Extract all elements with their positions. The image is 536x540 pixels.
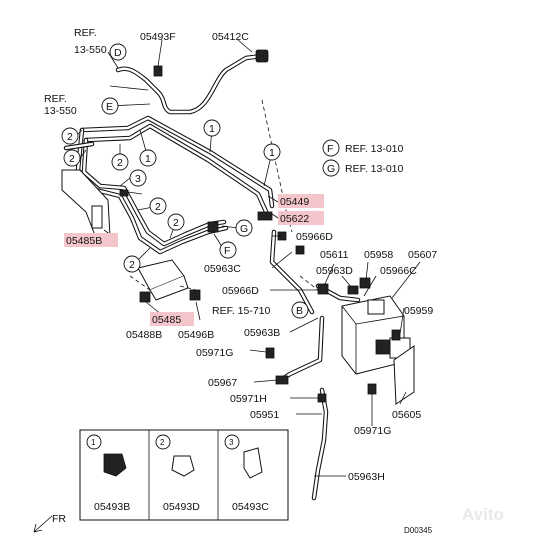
label-05963b: 05963B <box>244 327 280 339</box>
clip-index-3: 3 <box>229 438 234 447</box>
label-05485[interactable]: 05485 <box>152 314 181 326</box>
marker-2-b: 2 <box>69 153 75 165</box>
callout-b: B <box>296 305 303 317</box>
clip-legend: 1 05493B 2 05493D 3 05493C <box>79 429 289 521</box>
ref-g-letter: G <box>327 163 335 175</box>
label-05449[interactable]: 05449 <box>280 196 309 208</box>
highlight-05622 <box>278 211 324 225</box>
svg-text:REF.: REF. <box>74 27 97 39</box>
clip-index-1: 1 <box>91 438 96 447</box>
label-05966d-a: 05966D <box>296 231 333 243</box>
clip-index-2: 2 <box>160 438 165 447</box>
marker-1-c: 1 <box>145 153 151 165</box>
ref-13-550-top: REF. 13-550 <box>74 27 107 56</box>
hose-05951 <box>311 387 329 501</box>
fr-label: FR <box>52 513 66 525</box>
ref-circle-g <box>322 159 340 177</box>
label-05611: 05611 <box>320 249 349 261</box>
label-05967: 05967 <box>208 377 237 389</box>
clip-1-icon <box>103 453 127 477</box>
clip-2-icon <box>171 455 195 477</box>
hose-05963b <box>281 315 325 381</box>
label-05971g-b: 05971G <box>354 425 391 437</box>
label-05493f: 05493F <box>140 31 176 43</box>
highlight-05485 <box>150 312 194 326</box>
watermark: Avito <box>462 505 504 524</box>
clip-3-icon <box>243 447 263 479</box>
bracket-left <box>61 169 111 239</box>
marker-2-a: 2 <box>67 131 73 143</box>
label-05966d-b: 05966D <box>222 285 259 297</box>
marker-1-a: 1 <box>209 123 215 135</box>
leader-lines <box>77 39 421 477</box>
svg-text:13-550: 13-550 <box>44 105 77 117</box>
label-05485b[interactable]: 05485B <box>66 235 102 247</box>
marker-2-d: 2 <box>155 201 161 213</box>
label-05958: 05958 <box>364 249 393 261</box>
label-05412c: 05412C <box>212 31 249 43</box>
number-markers: 1 1 1 2 2 2 3 2 2 2 <box>61 119 281 273</box>
callout-e: E <box>106 101 113 113</box>
label-ref-15-710: REF. 15-710 <box>212 305 271 317</box>
hose-05963c <box>269 229 315 315</box>
label-05963d: 05963D <box>316 265 353 277</box>
label-05496b: 05496B <box>178 329 214 341</box>
label-05966c: 05966C <box>380 265 417 277</box>
highlight-05485b <box>64 233 118 247</box>
diagram-code: D00345 <box>404 526 433 535</box>
label-05605: 05605 <box>392 409 421 421</box>
label-05971h: 05971H <box>230 393 267 405</box>
top-hose <box>115 49 269 115</box>
label-05971g-a: 05971G <box>196 347 233 359</box>
svg-text:REF.: REF. <box>44 93 67 105</box>
callout-circle-d <box>109 43 127 61</box>
canister <box>341 295 411 375</box>
label-05622[interactable]: 05622 <box>280 213 309 225</box>
marker-2-c: 2 <box>117 157 123 169</box>
callout-circle-f <box>219 241 237 259</box>
canister-bracket <box>393 345 415 405</box>
label-ref-g: REF. 13-010 <box>345 163 404 175</box>
svg-text:13-550: 13-550 <box>74 44 107 56</box>
marker-2-e: 2 <box>173 217 179 229</box>
marker-1-b: 1 <box>269 147 275 159</box>
clip-label-3: 05493C <box>232 501 269 513</box>
label-05959: 05959 <box>404 305 433 317</box>
highlight-05449 <box>278 194 324 208</box>
callout-circle-g <box>235 219 253 237</box>
callout-circle-e <box>101 97 119 115</box>
label-05951: 05951 <box>250 409 279 421</box>
front-arrow: FR <box>33 513 66 533</box>
label-05607: 05607 <box>408 249 437 261</box>
bracket-lower <box>137 259 189 301</box>
clip-label-2: 05493D <box>163 501 200 513</box>
label-ref-f: REF. 13-010 <box>345 143 404 155</box>
small-parts <box>119 65 401 403</box>
ref-circle-f <box>322 139 340 157</box>
callout-circle-b <box>291 301 309 319</box>
marker-2-f: 2 <box>129 259 135 271</box>
clip-label-1: 05493B <box>94 501 130 513</box>
callout-f: F <box>224 245 230 257</box>
callout-d: D <box>114 47 122 59</box>
label-05963h: 05963H <box>348 471 385 483</box>
ref-f-letter: F <box>327 143 333 155</box>
label-05963c: 05963C <box>204 263 241 275</box>
marker-3: 3 <box>135 173 141 185</box>
label-05488b: 05488B <box>126 329 162 341</box>
ref-13-550-mid: REF. 13-550 <box>44 93 77 117</box>
callout-g: G <box>240 223 248 235</box>
